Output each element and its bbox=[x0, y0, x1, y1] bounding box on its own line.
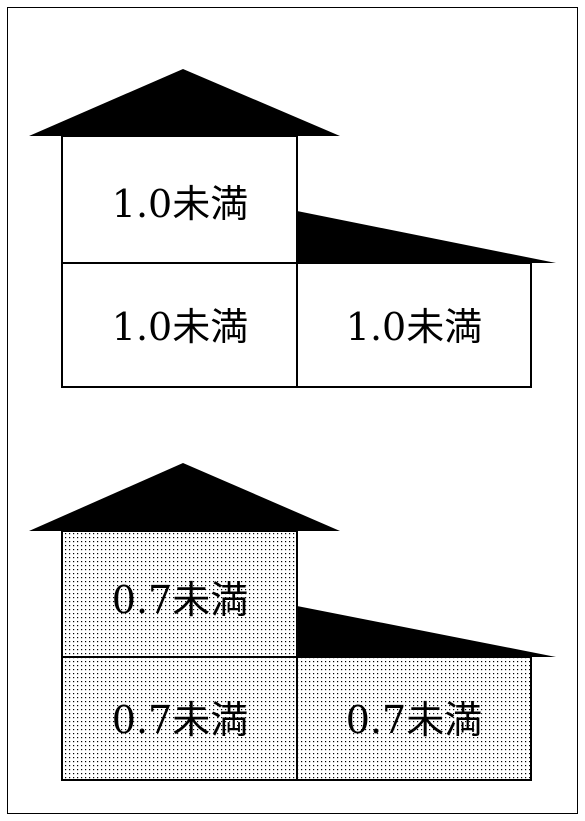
house-2: 0.7未満 0.7未満 0.7未満 bbox=[29, 463, 556, 781]
house-2-lower-right-wall bbox=[296, 656, 532, 781]
house-1-main-roof bbox=[29, 69, 340, 136]
house-2-side-roof bbox=[297, 606, 556, 657]
house-1-lower-left-label: 1.0未満 bbox=[112, 305, 248, 349]
house-1-upper-left-fill bbox=[62, 136, 297, 263]
house-2-upper-left-label: 0.7未満 bbox=[112, 578, 248, 622]
house-2-lower-left-label: 0.7未満 bbox=[112, 698, 248, 742]
house-2-lower-left-fill bbox=[62, 657, 297, 780]
house-1: 1.0未満 1.0未満 1.0未満 bbox=[29, 69, 556, 388]
outer-frame bbox=[7, 7, 578, 814]
house-1-upper-left-label: 1.0未満 bbox=[112, 182, 248, 226]
house-1-lower-left-fill bbox=[62, 263, 297, 387]
house-2-lower-right-fill bbox=[297, 657, 531, 780]
house-2-upper-left-fill bbox=[62, 531, 297, 657]
house-1-side-roof bbox=[297, 211, 556, 263]
house-1-lower-right-label: 1.0未満 bbox=[346, 305, 482, 349]
house-2-lower-right-label: 0.7未満 bbox=[346, 698, 482, 742]
house-1-lower-right-wall bbox=[296, 262, 532, 388]
house-1-lower-right-fill bbox=[297, 263, 531, 387]
house-2-main-roof bbox=[29, 463, 340, 531]
